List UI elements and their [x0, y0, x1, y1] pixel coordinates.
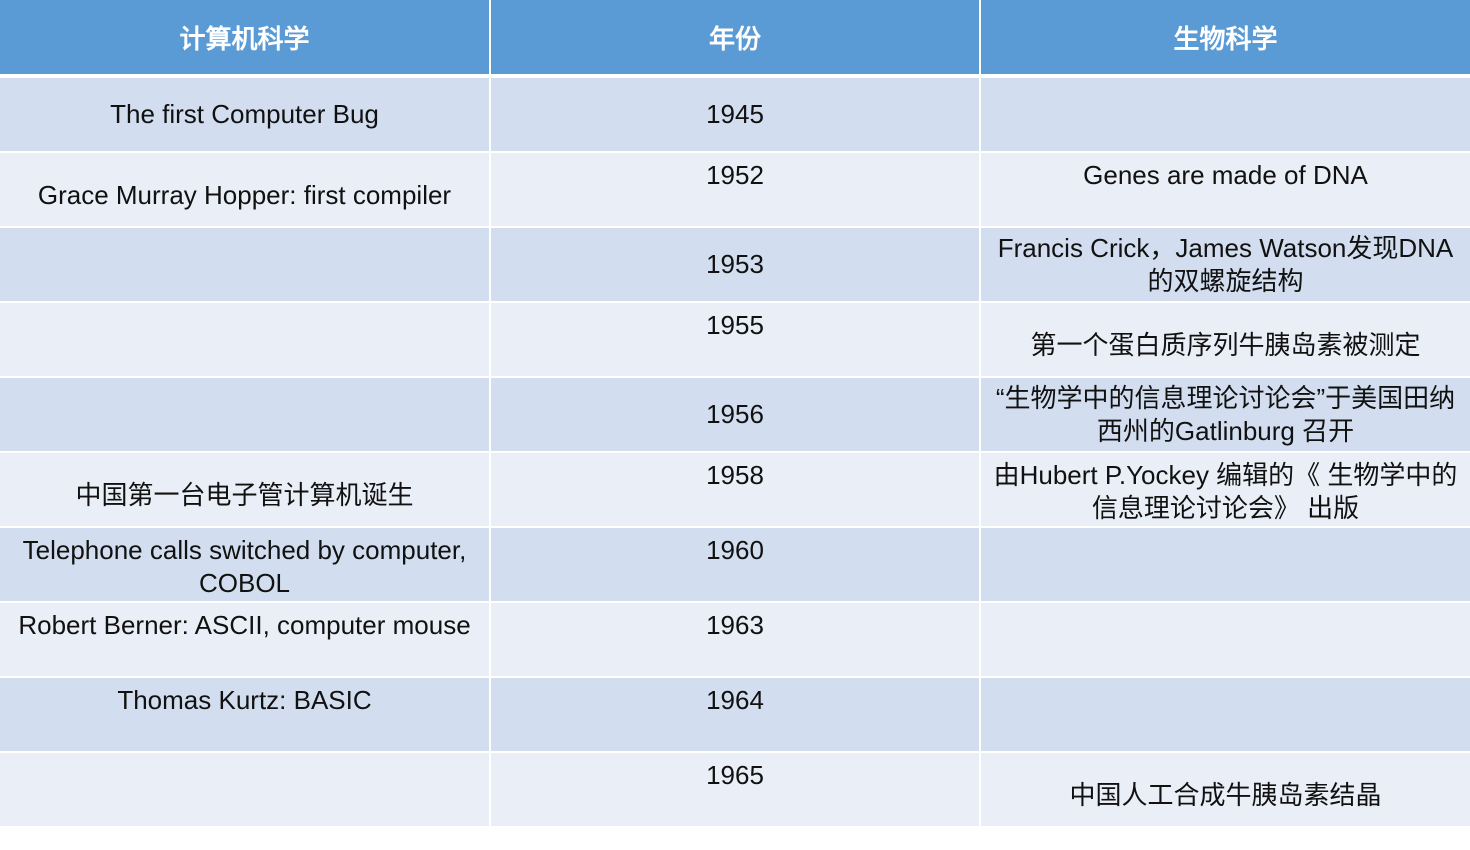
year-cell: 1945	[490, 76, 981, 153]
year-cell: 1956	[490, 377, 981, 453]
bio-cell	[980, 677, 1470, 753]
cs-cell: Telephone calls switched by computer, CO…	[0, 527, 491, 603]
table-row: 1965 中国人工合成牛胰岛素结晶	[0, 752, 1470, 828]
bio-cell: Francis Crick，James Watson发现DNA 的双螺旋结构	[980, 227, 1470, 303]
table-row: Telephone calls switched by computer, CO…	[0, 527, 1470, 603]
timeline-table: 计算机科学 年份 生物科学 The first Computer Bug 194…	[0, 0, 1470, 828]
bio-cell: Genes are made of DNA	[980, 152, 1470, 228]
bio-cell	[980, 527, 1470, 603]
table-row: 1956 “生物学中的信息理论讨论会”于美国田纳西州的Gatlinburg 召开	[0, 377, 1470, 453]
table-row: 1955 第一个蛋白质序列牛胰岛素被测定	[0, 302, 1470, 378]
bio-cell	[980, 76, 1470, 153]
header-computer-science: 计算机科学	[0, 0, 491, 78]
cs-cell	[0, 752, 491, 828]
table-row: Robert Berner: ASCII, computer mouse 196…	[0, 602, 1470, 678]
cs-cell	[0, 377, 491, 453]
header-year: 年份	[490, 0, 981, 78]
table-row: The first Computer Bug 1945	[0, 76, 1470, 153]
year-cell: 1964	[490, 677, 981, 753]
year-cell: 1965	[490, 752, 981, 828]
year-cell: 1958	[490, 452, 981, 528]
cs-cell: Robert Berner: ASCII, computer mouse	[0, 602, 491, 678]
cs-cell: Grace Murray Hopper: first compiler	[0, 152, 491, 228]
year-cell: 1960	[490, 527, 981, 603]
bio-cell: “生物学中的信息理论讨论会”于美国田纳西州的Gatlinburg 召开	[980, 377, 1470, 453]
cs-cell: 中国第一台电子管计算机诞生	[0, 452, 491, 528]
year-cell: 1952	[490, 152, 981, 228]
year-cell: 1955	[490, 302, 981, 378]
cs-cell	[0, 227, 491, 303]
bio-cell: 第一个蛋白质序列牛胰岛素被测定	[980, 302, 1470, 378]
cs-cell: The first Computer Bug	[0, 76, 491, 153]
year-cell: 1953	[490, 227, 981, 303]
table-row: Grace Murray Hopper: first compiler 1952…	[0, 152, 1470, 228]
header-row: 计算机科学 年份 生物科学	[0, 0, 1470, 78]
table-row: Thomas Kurtz: BASIC 1964	[0, 677, 1470, 753]
header-biology: 生物科学	[980, 0, 1470, 78]
table-row: 1953 Francis Crick，James Watson发现DNA 的双螺…	[0, 227, 1470, 303]
cs-cell: Thomas Kurtz: BASIC	[0, 677, 491, 753]
cs-cell	[0, 302, 491, 378]
table-row: 中国第一台电子管计算机诞生 1958 由Hubert P.Yockey 编辑的《…	[0, 452, 1470, 528]
bio-cell: 中国人工合成牛胰岛素结晶	[980, 752, 1470, 828]
year-cell: 1963	[490, 602, 981, 678]
bio-cell: 由Hubert P.Yockey 编辑的《 生物学中的信息理论讨论会》 出版	[980, 452, 1470, 528]
bio-cell	[980, 602, 1470, 678]
